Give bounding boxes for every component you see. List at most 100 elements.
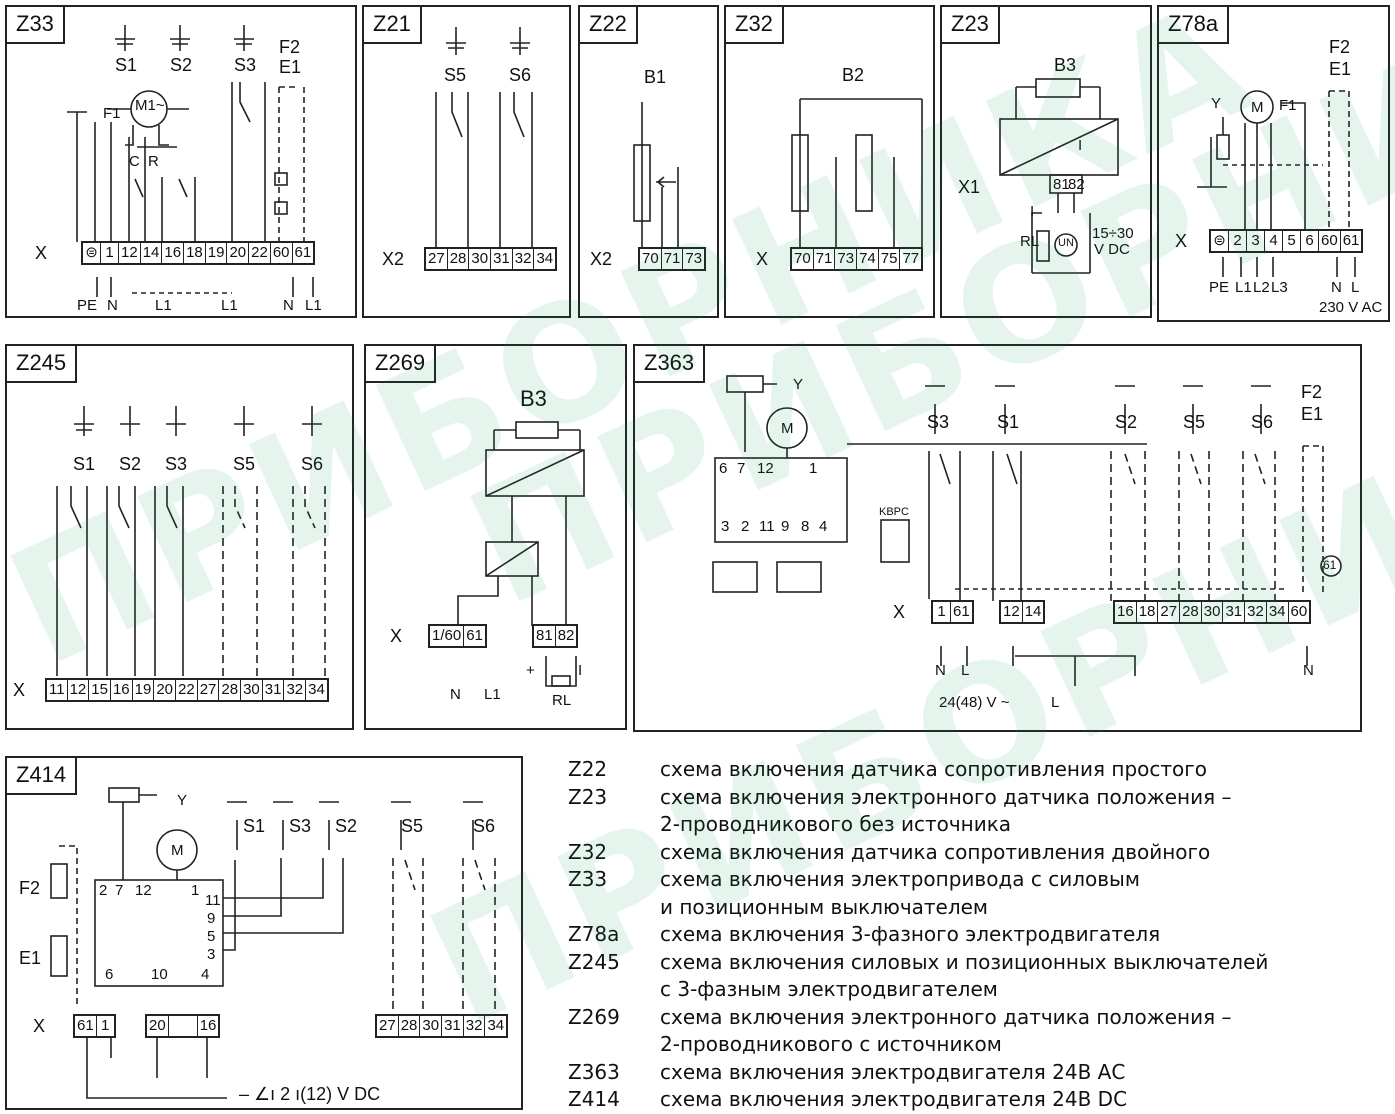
switch-label: S1 (115, 55, 138, 75)
terminal: 60 (271, 243, 293, 263)
rl-label: RL (1020, 233, 1040, 250)
panel-title: Z32 (726, 7, 784, 44)
fuse-label: F2 (279, 37, 301, 57)
terminal: 60 (1290, 603, 1308, 620)
terminal: 4 (1265, 231, 1283, 251)
terminal: 1 (101, 1017, 110, 1034)
terminal: 28 (219, 680, 242, 700)
terminal: 27 (426, 249, 448, 269)
fuse-label: F2 (19, 878, 41, 898)
terminal: 27 (1158, 602, 1181, 622)
terminal: 16 (111, 680, 133, 700)
pin: 9 (207, 910, 216, 927)
terminal: 75 (879, 249, 901, 269)
legend-code: Z32 (568, 839, 608, 864)
l1-label: L1 (484, 686, 501, 703)
connector-x-label: X2 (590, 249, 613, 269)
terminal: 70 (792, 249, 814, 269)
legend-code: Z23 (568, 784, 608, 809)
terminal: 20 (147, 1016, 169, 1036)
sensor-label: B3 (1054, 55, 1077, 75)
terminal: 32 (1245, 602, 1267, 622)
terminal: 82 (557, 627, 575, 644)
panel-title: Z22 (580, 7, 638, 44)
switch-label: S2 (1115, 412, 1138, 432)
panel-z414: Z414 Y M S1 S3 S2 S5 S6 F2 E1 2 7 12 1 1… (5, 756, 523, 1110)
legend-code: Z269 (568, 1004, 620, 1029)
terminal: 20 (227, 243, 250, 263)
z414-wiring (50, 787, 496, 1099)
legend-code (568, 894, 660, 922)
terminal: 61 (466, 627, 483, 644)
pin: 1 (191, 882, 200, 899)
n-label: N (1331, 279, 1342, 296)
terminal: 18 (184, 243, 206, 263)
terminal: 14 (141, 243, 163, 263)
pin: 3 (721, 518, 730, 535)
connector-x-label: X (35, 243, 48, 263)
terminal: 81 (534, 626, 556, 646)
legend-code: Z245 (568, 949, 620, 974)
switch-label: S5 (1183, 412, 1206, 432)
current-label: I (1078, 137, 1083, 154)
legend-code: Z363 (568, 1059, 620, 1084)
l-label: L (1051, 694, 1060, 711)
valve-label: Y (1211, 95, 1222, 112)
legend-code: Z78a (568, 922, 620, 946)
voltage-label: 230 V AC (1319, 299, 1383, 316)
terminal: 61 (953, 603, 970, 620)
terminal: 71 (662, 249, 684, 269)
l1-label: L1 (305, 297, 322, 314)
switch-label: S2 (170, 55, 193, 75)
heater-label: E1 (19, 948, 42, 968)
legend-text: схема включения электродвигателя 24В DC (660, 1087, 1128, 1111)
legend-text: схема включения датчика сопротивления дв… (660, 839, 1211, 864)
l1-label: L1 (221, 297, 238, 314)
panel-title: Z33 (7, 7, 65, 44)
terminal: 12 (119, 243, 141, 263)
legend-code (568, 976, 660, 1004)
legend-text: и позиционным выключателем (660, 894, 989, 919)
terminal: 70 (640, 249, 662, 269)
terminal: 1 (933, 602, 951, 622)
n-label: N (283, 297, 294, 314)
legend-text: схема включения электронного датчика пол… (660, 784, 1232, 809)
terminal: 14 (1024, 603, 1042, 620)
legend-row: с 3-фазным электродвигателем (568, 976, 1388, 1004)
pin: 12 (757, 460, 774, 477)
terminal: 22 (249, 243, 271, 263)
terminal: 32 (284, 680, 307, 700)
un-label: UN (1058, 237, 1074, 249)
pin: 8 (801, 518, 810, 535)
switch-label: S2 (119, 454, 142, 474)
heater-label: E1 (1301, 404, 1324, 424)
terminal: 28 (399, 1016, 421, 1036)
pe-label: PE (1209, 279, 1230, 296)
pin: 1 (809, 460, 818, 477)
pin: 11 (759, 518, 775, 535)
motor-label: M (171, 842, 184, 859)
terminal: 3 (1247, 231, 1265, 251)
terminal: ⊜ (1211, 231, 1229, 251)
panel-z23: Z23 B3 X1 81 82 I I RL UN 15÷30 V DC (940, 5, 1152, 318)
valve-label: Y (177, 792, 188, 809)
connector-x-label: X1 (958, 177, 981, 197)
pin: 10 (151, 966, 168, 983)
terminal-61-label: 61 (1323, 558, 1337, 572)
